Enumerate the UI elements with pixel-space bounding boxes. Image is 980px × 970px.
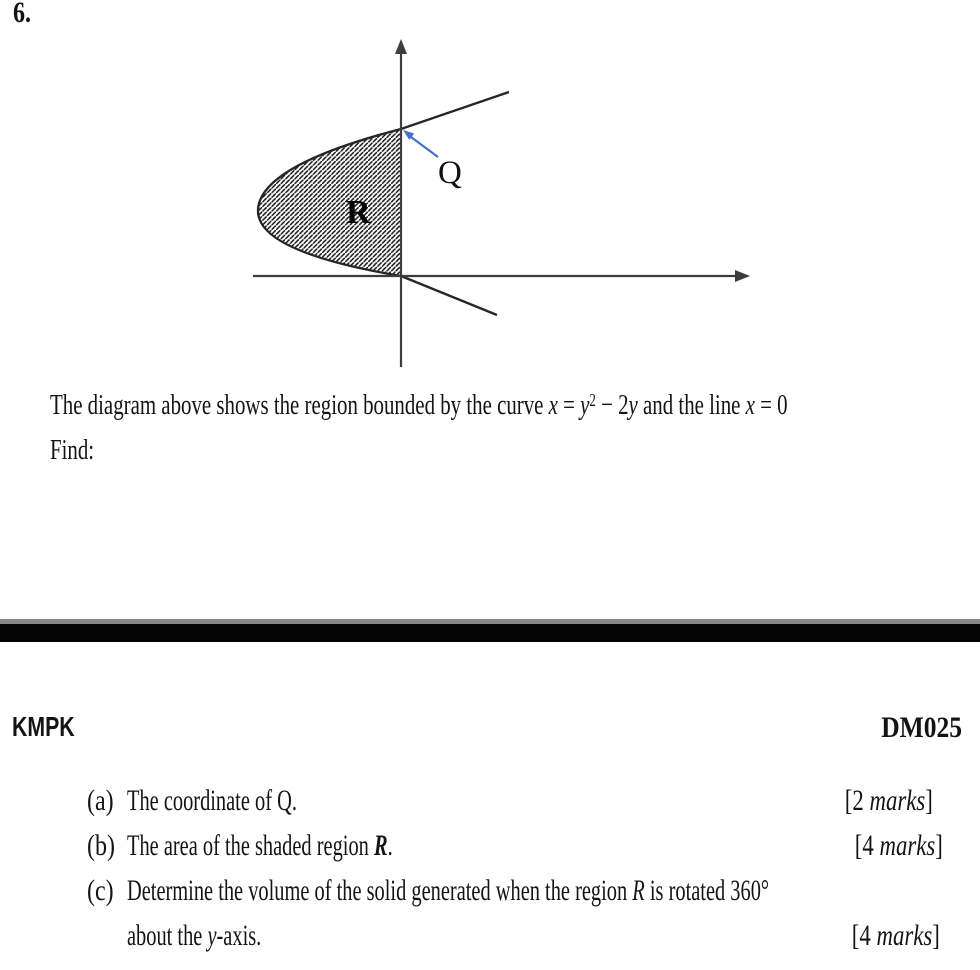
page-separator-black-bar [0, 624, 980, 642]
question-a-marks: [2 marks] [817, 786, 933, 816]
math-equals: = [557, 389, 581, 421]
question-c-part2: is rotated 360° [644, 874, 770, 907]
question-b-marks-text: [4 marks] [855, 831, 943, 861]
question-row-b: (b) The area of the shaded region R. [4 … [0, 831, 980, 867]
shaded-region [258, 129, 401, 276]
question-c-line2-part2: -axis. [216, 919, 262, 952]
marks-word: marks [879, 829, 936, 862]
question-c-text-content: Determine the volume of the solid genera… [127, 876, 769, 906]
question-c-marks: [4 marks] [824, 921, 940, 951]
math-minus-2: − 2 [595, 389, 629, 421]
question-b-part1: The area of the shaded region [127, 829, 374, 862]
math-superscript-2: 2 [589, 389, 596, 410]
math-var-x: x [548, 389, 558, 421]
question-b-text: The area of the shaded region R. [127, 831, 518, 861]
header-kmpk-text: KMPK [12, 711, 75, 742]
math-equals-0: = 0 [754, 389, 788, 421]
marks-bracket-open: [4 [851, 919, 877, 952]
find-label: Find: [50, 436, 111, 465]
question-c-line2-text: about the y-axis. [127, 921, 324, 951]
q-pointer-arrow [410, 136, 439, 158]
marks-bracket-close: ] [925, 784, 933, 817]
math-var-x2: x [745, 389, 755, 421]
region-diagram: Q R [253, 39, 750, 367]
intro-part2: and the line [637, 389, 746, 421]
curve [256, 90, 510, 317]
header-kmpk: KMPK [12, 713, 94, 741]
question-row-a: (a) The coordinate of Q. [2 marks] [0, 786, 980, 822]
region-symbol-bold: R [373, 829, 388, 862]
question-a-text-content: The coordinate of Q. [127, 784, 297, 817]
x-axis-arrowhead [735, 270, 750, 282]
math-var-y2: y [628, 389, 638, 421]
marks-bracket-close: ] [935, 829, 943, 862]
question-row-c: (c) Determine the volume of the solid ge… [0, 876, 980, 912]
marks-bracket-open: [4 [854, 829, 880, 862]
marks-word: marks [876, 919, 933, 952]
question-a-label-text: (a) [87, 784, 114, 817]
find-label-text: Find: [50, 434, 95, 466]
header-dm025-text: DM025 [881, 711, 962, 744]
question-c-line2-part1: about the [127, 919, 208, 952]
question-b-text-content: The area of the shaded region R. [127, 831, 393, 861]
question-number: 6. [13, 0, 36, 28]
intro-part1: The diagram above shows the region bound… [50, 389, 549, 421]
page-separator-gray-edge [0, 619, 980, 624]
math-var-y-axis: y [207, 919, 217, 952]
region-symbol-italic: R [632, 874, 645, 907]
intro-sentence-text: The diagram above shows the region bound… [50, 391, 788, 420]
marks-bracket-open: [2 [844, 784, 870, 817]
y-axis-arrowhead [395, 39, 407, 54]
q-pointer-arrowhead [403, 130, 415, 140]
question-c-part1: Determine the volume of the solid genera… [127, 874, 633, 907]
question-c-line2-content: about the y-axis. [127, 921, 261, 951]
question-number-text: 6. [13, 0, 31, 29]
header-dm025: DM025 [867, 713, 962, 743]
question-c-marks-text: [4 marks] [852, 921, 940, 951]
marks-word: marks [869, 784, 926, 817]
question-row-c-line2: about the y-axis. [4 marks] [0, 921, 980, 957]
question-a-text: The coordinate of Q. [127, 786, 377, 816]
question-b-marks: [4 marks] [827, 831, 943, 861]
question-a-marks-text: [2 marks] [845, 786, 933, 816]
region-label: R [346, 194, 371, 231]
q-label: Q [438, 155, 462, 191]
question-c-text: Determine the volume of the solid genera… [127, 876, 980, 906]
marks-bracket-close: ] [932, 919, 940, 952]
question-c-label-text: (c) [87, 874, 114, 907]
math-var-y: y [580, 389, 590, 421]
question-b-label-text: (b) [87, 829, 115, 862]
question-b-label: (b) [87, 831, 122, 861]
intro-sentence: The diagram above shows the region bound… [50, 391, 980, 420]
question-a-label: (a) [87, 786, 120, 816]
question-c-label: (c) [87, 876, 120, 906]
question-b-part2: . [387, 829, 393, 862]
